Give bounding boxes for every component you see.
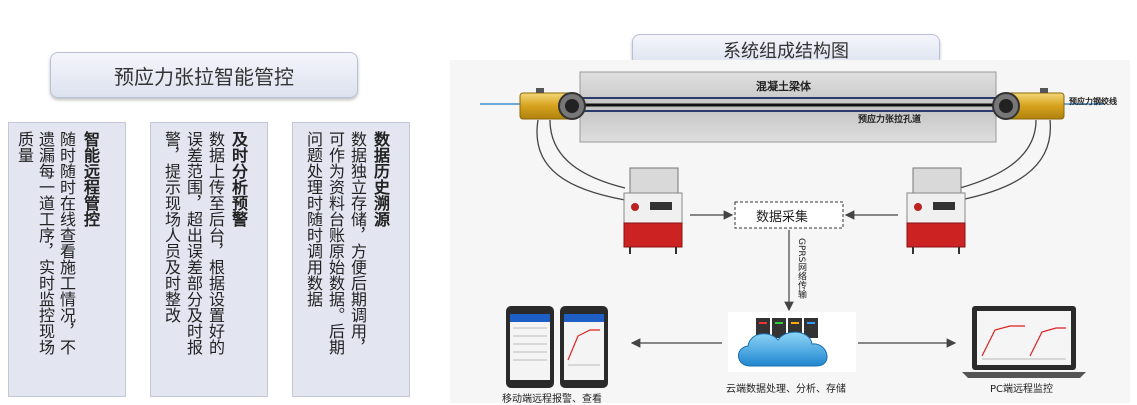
flow-arrows: [630, 210, 957, 348]
card-body-col2: 误差范围，超出误差部分及时报: [184, 131, 203, 355]
card-body-col3: 警，提示现场人员及时整改: [162, 131, 181, 323]
pc-monitor-icon: [962, 306, 1086, 378]
card-title: 及时分析预警: [229, 131, 248, 227]
card-body-col1: 数据独立存储，方便后期调用，: [348, 131, 367, 355]
card-body-col2: 可作为资料台账原始数据。后期: [326, 131, 345, 355]
left-pump-station-icon: [623, 167, 683, 254]
data-collection-box: [734, 201, 844, 229]
beam-label: 混凝土梁体: [756, 80, 811, 93]
card-smart-remote-control: 智能远程管控 随时随时在线查看施工情况，不 遗漏每一道工序，实时监控现场 质量: [8, 122, 126, 397]
card-body-col1: 数据上传至后台，根据设置好的: [206, 131, 225, 355]
card-body-col3: 问题处理时随时调用数据: [304, 131, 323, 307]
cloud-server-icon: [728, 312, 856, 372]
strand-label: 预应力钢绞线: [1069, 97, 1117, 106]
pc-label: PC端远程监控: [990, 384, 1054, 395]
card-timely-warning: 及时分析预警 数据上传至后台，根据设置好的 误差范围，超出误差部分及时报 警，提…: [150, 122, 268, 397]
mobile-label: 移动端远程报警、查看: [502, 394, 602, 405]
card-body-col2: 遗漏每一道工序，实时监控现场: [36, 131, 55, 355]
right-title-text: 系统组成结构图: [723, 41, 849, 62]
gprs-label: GPRS网络传输: [796, 238, 806, 299]
system-structure-diagram: 混凝土梁体 预应力张拉孔道 预应力钢绞线 数据采集 GPRS网络传输 云端数据处…: [450, 60, 1130, 405]
card-title: 智能远程管控: [81, 131, 100, 227]
duct-label: 预应力张拉孔道: [858, 115, 922, 125]
data-collection-label: 数据采集: [756, 210, 809, 225]
hydraulic-hoses: [536, 119, 1051, 201]
concrete-beam: [579, 71, 997, 143]
diagram-graphics: [480, 71, 1105, 388]
mobile-devices-icon: [506, 306, 608, 388]
card-data-traceability: 数据历史溯源 数据独立存储，方便后期调用， 可作为资料台账原始数据。后期 问题处…: [292, 122, 410, 397]
card-body-col1: 随时随时在线查看施工情况，不: [57, 131, 76, 355]
card-title: 数据历史溯源: [371, 131, 390, 227]
right-jack-icon: [992, 88, 1065, 120]
left-title: 预应力张拉智能管控: [50, 52, 358, 98]
left-jack-icon: [519, 88, 586, 120]
left-title-text: 预应力张拉智能管控: [114, 64, 294, 89]
card-body-col3: 质量: [15, 131, 34, 163]
cloud-label: 云端数据处理、分析、存储: [726, 384, 846, 395]
right-pump-station-icon: [906, 167, 966, 254]
